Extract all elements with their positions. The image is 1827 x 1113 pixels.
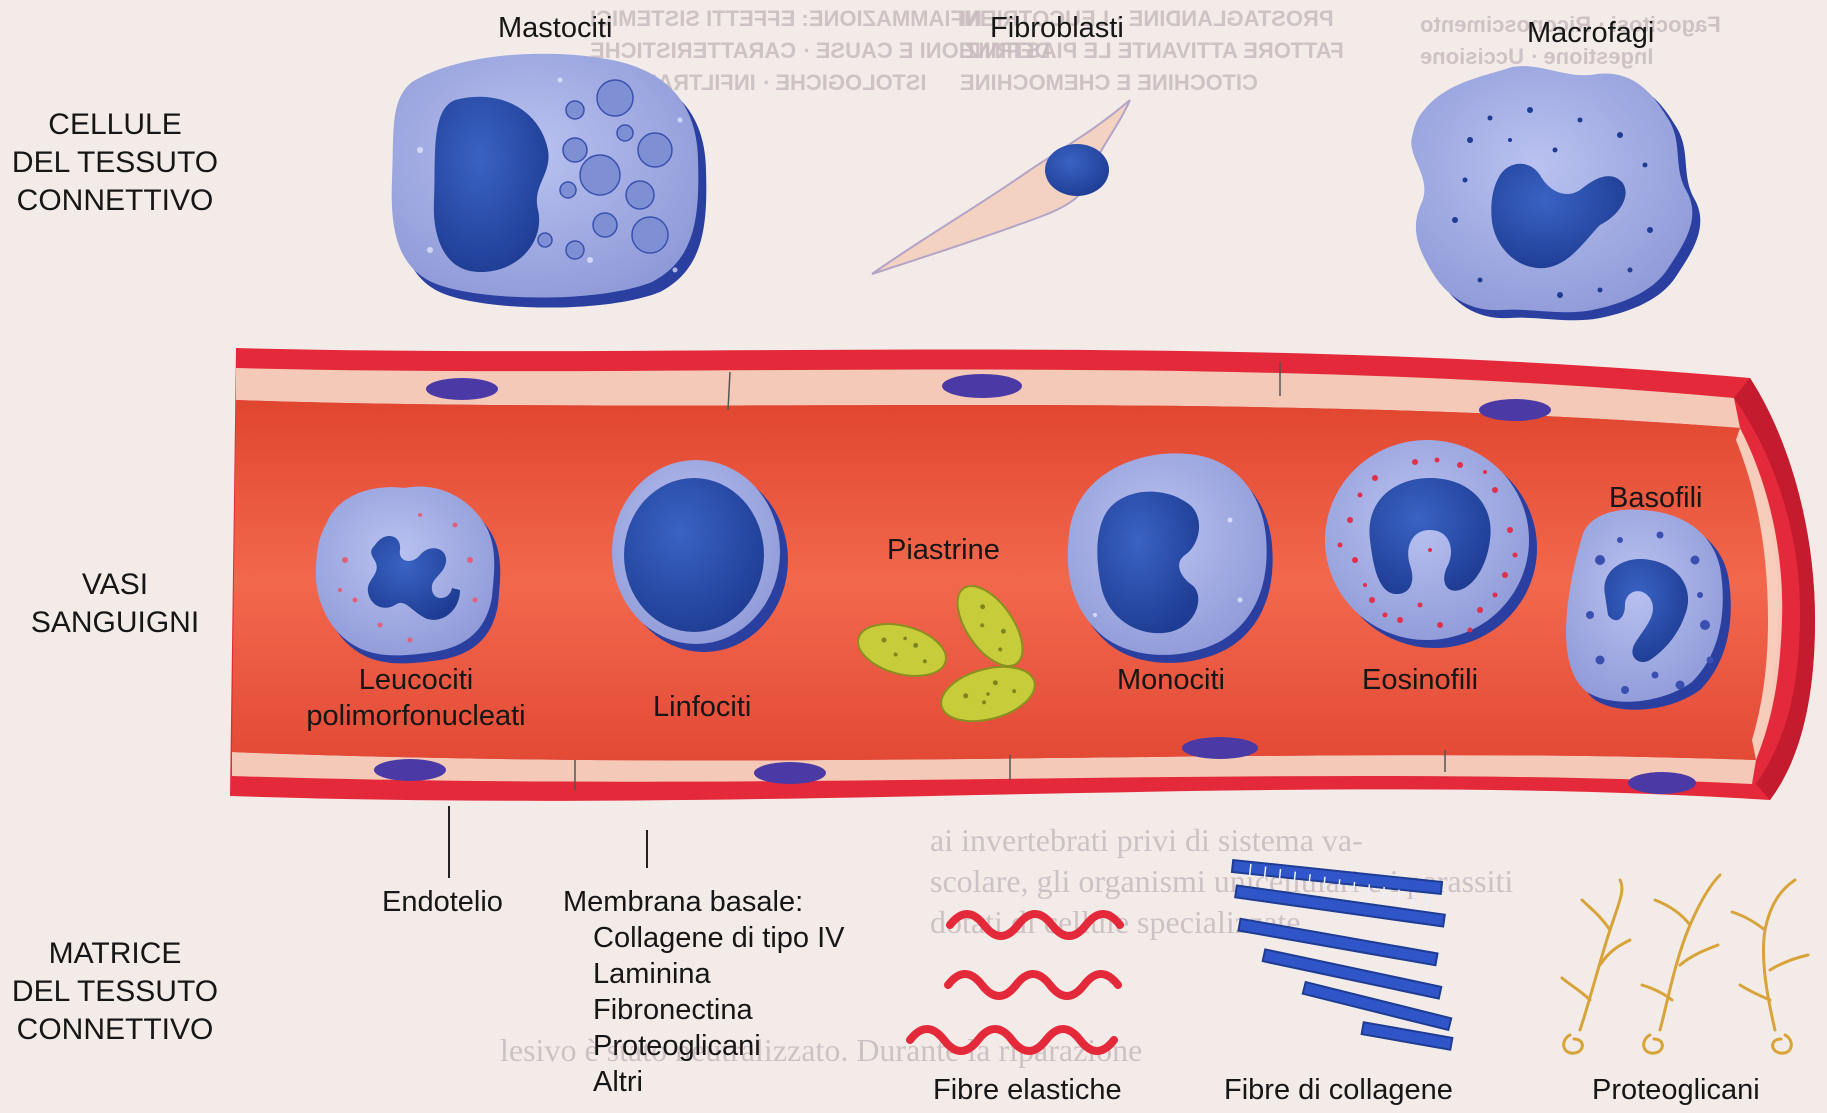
label-fibroblasti: Fibroblasti	[990, 10, 1124, 46]
polymorphonuclear-leukocyte	[316, 486, 501, 663]
section-line-1: MATRICE	[5, 935, 225, 973]
membrana-item: Fibronectina	[593, 992, 845, 1028]
label-eosinofili: Eosinofili	[1362, 662, 1478, 698]
membrana-item: Laminina	[593, 956, 845, 992]
section-label-connective-cells: CELLULE DEL TESSUTO CONNETTIVO	[5, 106, 225, 220]
label-membrana-basale: Membrana basale:	[563, 884, 803, 920]
section-line-3: CONNETTIVO	[5, 182, 225, 220]
section-line-1: CELLULE	[5, 106, 225, 144]
proteoglycans	[1562, 875, 1808, 1053]
label-fibre-collagene: Fibre di collagene	[1224, 1072, 1453, 1108]
fibroblast-cell	[872, 100, 1130, 274]
label-leucociti: Leucociti polimorfonucleati	[296, 662, 536, 734]
label-basofili: Basofili	[1609, 480, 1703, 516]
label-piastrine: Piastrine	[887, 532, 1000, 568]
collagen-fibres	[1232, 860, 1452, 1050]
membrana-basale-list: Collagene di tipo IV Laminina Fibronecti…	[593, 920, 845, 1100]
section-line-2: DEL TESSUTO	[5, 144, 225, 182]
monocyte	[1068, 453, 1273, 663]
label-monociti: Monociti	[1117, 662, 1225, 698]
basophil	[1566, 509, 1731, 709]
label-endotelio: Endotelio	[382, 884, 503, 920]
label-mastociti: Mastociti	[498, 10, 612, 46]
label-line-1: Leucociti	[296, 662, 536, 698]
label-macrofagi: Macrofagi	[1527, 15, 1654, 51]
macrophage-cell	[1411, 66, 1700, 320]
label-fibre-elastiche: Fibre elastiche	[933, 1072, 1122, 1108]
section-line-3: CONNETTIVO	[5, 1011, 225, 1049]
section-label-connective-matrix: MATRICE DEL TESSUTO CONNETTIVO	[5, 935, 225, 1049]
section-line-2: DEL TESSUTO	[5, 973, 225, 1011]
label-line-2: polimorfonucleati	[296, 698, 536, 734]
label-linfociti: Linfociti	[653, 689, 751, 725]
label-proteoglicani: Proteoglicani	[1592, 1072, 1760, 1108]
section-line-2: SANGUIGNI	[5, 604, 225, 642]
section-line-1: VASI	[5, 566, 225, 604]
elastic-fibres	[910, 914, 1120, 1051]
membrana-item: Altri	[593, 1064, 845, 1100]
section-label-blood-vessels: VASI SANGUIGNI	[5, 566, 225, 642]
membrana-item: Proteoglicani	[593, 1028, 845, 1064]
mastocyte-cell	[392, 54, 707, 308]
membrana-item: Collagene di tipo IV	[593, 920, 845, 956]
